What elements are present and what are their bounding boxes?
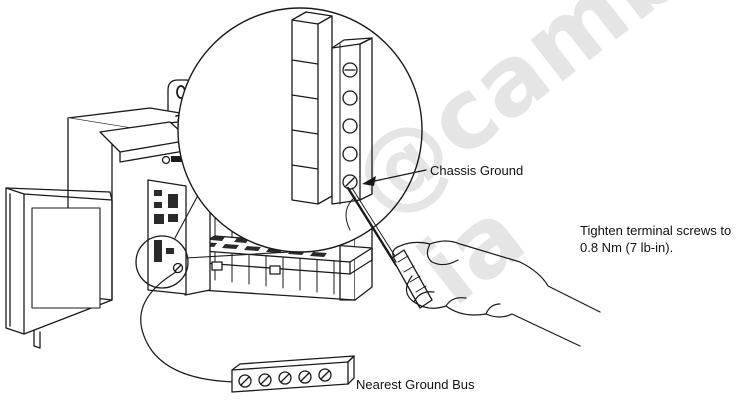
chassis-ground-label: Chassis Ground xyxy=(430,163,524,178)
terminal-screws xyxy=(342,62,358,190)
chassis-ground-arrow xyxy=(362,169,427,186)
detail-origin-circle xyxy=(135,235,189,289)
torque-spec-line-2: 0.8 Nm (7 lb-in). xyxy=(580,240,674,255)
hand xyxy=(392,240,601,347)
ground-bus xyxy=(231,355,355,393)
ground-bus-screws xyxy=(238,368,332,388)
torque-spec-line-1: Tighten terminal screws to xyxy=(580,223,732,238)
ground-bus-label: Nearest Ground Bus xyxy=(356,377,475,392)
open-door xyxy=(5,187,113,349)
